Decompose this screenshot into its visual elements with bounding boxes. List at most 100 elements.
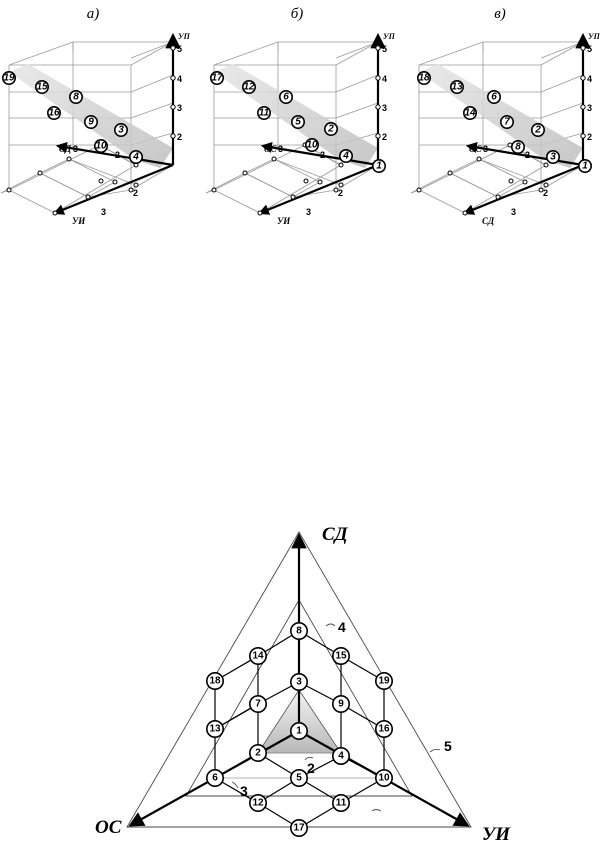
svg-text:10: 10: [378, 773, 390, 784]
floor-edge: [478, 158, 526, 183]
left-axis-label: СД: [59, 144, 72, 154]
grid-dot: [303, 178, 309, 184]
vertical-axis-label: УП: [383, 32, 396, 41]
scale-dot: [580, 133, 586, 139]
floor-edge: [68, 158, 116, 183]
cube-edge: [335, 74, 379, 93]
tick-mark: [371, 809, 382, 812]
grid-dot: [462, 210, 468, 216]
cube-node: 6: [486, 90, 501, 105]
floor-edge: [213, 189, 261, 214]
left-tick-label: 2: [115, 150, 120, 160]
network-node-1: 1: [289, 721, 308, 740]
axis-front: [462, 163, 584, 215]
level-label-4: 4: [338, 619, 346, 635]
cube-node: 10: [94, 139, 109, 154]
network-node-18: 18: [206, 671, 225, 690]
front-tick-label: 2: [338, 188, 343, 198]
grid-dot: [257, 210, 263, 216]
cube-node: 5: [290, 115, 305, 130]
panel-title: б): [291, 6, 304, 22]
network-node-9: 9: [331, 694, 350, 713]
grid-dot: [290, 194, 296, 200]
front-tick-label: 3: [306, 207, 311, 217]
vertical-tick-label: 4: [382, 74, 387, 84]
svg-text:15: 15: [36, 82, 48, 93]
floor-edge: [8, 189, 56, 214]
svg-text:19: 19: [378, 676, 390, 687]
cube-node: 12: [242, 80, 257, 95]
floor-edge: [259, 164, 342, 214]
svg-text:7: 7: [255, 699, 261, 710]
cube-edge: [8, 41, 74, 66]
network-node-12: 12: [249, 793, 268, 812]
axis-label-ui: УИ: [482, 824, 511, 842]
network-node-14: 14: [249, 646, 268, 665]
floor-edge: [54, 164, 137, 214]
grid-dot: [543, 182, 549, 188]
svg-text:6: 6: [283, 92, 289, 103]
grid-dot: [66, 156, 72, 162]
scale-dot: [375, 133, 381, 139]
network-node-10: 10: [374, 768, 393, 787]
cube-node: 2: [323, 122, 338, 137]
floor-edge: [449, 172, 499, 198]
scale-dot: [170, 133, 176, 139]
grid-dot: [112, 179, 118, 185]
network-node-8: 8: [289, 621, 308, 640]
scale-dot: [580, 75, 586, 81]
level-label-3: 3: [240, 783, 248, 799]
vertical-tick-label: 2: [382, 132, 387, 142]
cube-edge: [335, 102, 379, 119]
cube-edge: [130, 102, 174, 119]
cube-node: 9: [84, 115, 99, 130]
svg-text:19: 19: [3, 73, 15, 84]
grid-dot: [317, 179, 323, 185]
cube-edge: [130, 74, 174, 93]
network-node-13: 13: [206, 719, 225, 738]
network-node-7: 7: [249, 694, 268, 713]
level-4-triangle: [185, 599, 413, 797]
scale-dot: [580, 104, 586, 110]
level-label-5: 5: [444, 738, 452, 754]
floor-edge: [292, 181, 321, 198]
grid-dot: [85, 194, 91, 200]
cube-node: 1: [371, 159, 386, 174]
grid-dot: [538, 187, 544, 193]
level-2-leader: [304, 756, 314, 761]
cube-node: 3: [114, 123, 129, 138]
cube-node: 8: [510, 140, 525, 155]
left-axis-label: ОС: [264, 144, 277, 154]
vertical-axis-label: УП: [178, 32, 191, 41]
grid-dot: [242, 170, 248, 176]
svg-text:9: 9: [338, 699, 344, 710]
svg-text:13: 13: [209, 724, 221, 735]
grid-dot: [543, 162, 549, 168]
svg-text:6: 6: [212, 773, 218, 784]
cube-node: 14: [462, 106, 477, 121]
level-label-2: 2: [307, 760, 315, 776]
network-node-16: 16: [374, 719, 393, 738]
svg-text:10: 10: [306, 140, 318, 151]
axis-left: [55, 142, 174, 167]
svg-text:18: 18: [209, 676, 221, 687]
cube-node: 2: [530, 123, 545, 138]
left-tick-label: 3: [73, 144, 78, 154]
vertical-tick-label: 4: [587, 74, 592, 84]
scale-dot: [170, 75, 176, 81]
svg-text:3: 3: [118, 125, 124, 136]
axis-left: [465, 142, 584, 167]
svg-text:8: 8: [296, 626, 302, 637]
svg-text:4: 4: [342, 151, 349, 162]
grid-dot: [447, 170, 453, 176]
cube-edge: [130, 41, 174, 66]
cube-edge: [418, 41, 484, 66]
cube-edge: [540, 74, 584, 93]
floor-edge: [273, 158, 321, 183]
front-axis-label: УИ: [277, 216, 291, 226]
cube-node: 7: [499, 115, 514, 130]
panel-title: в): [494, 6, 506, 22]
